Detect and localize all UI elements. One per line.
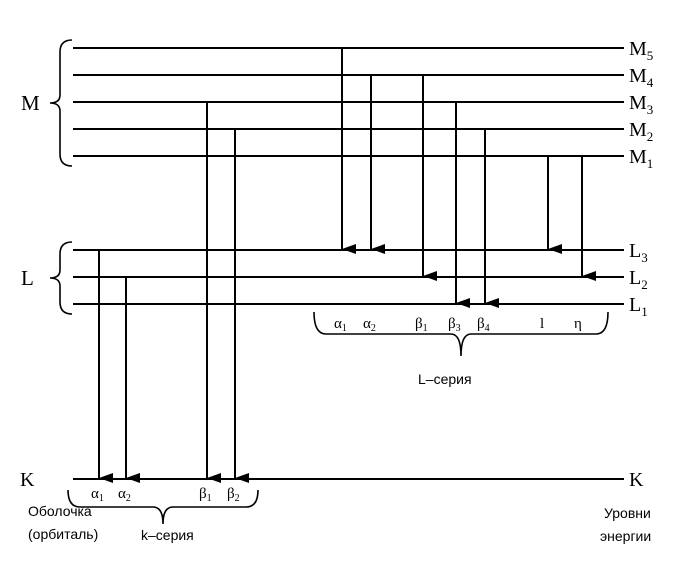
level-label-m2: M2 xyxy=(629,119,653,144)
transition-label-l-9: β4 xyxy=(477,316,490,334)
energy-caption-line1: Уровни xyxy=(604,505,651,521)
level-label-l3: L3 xyxy=(629,240,648,265)
transition-label-l-6: α2 xyxy=(363,316,376,334)
shell-caption-line1: Оболочка xyxy=(28,503,92,519)
transition-label-l-11: η xyxy=(574,316,582,332)
shell-label-m: M xyxy=(21,91,40,115)
transition-label-l-5: α1 xyxy=(334,316,347,334)
transition-label-k-1: α1 xyxy=(91,486,104,504)
level-label-m1: M1 xyxy=(629,146,653,171)
transition-label-l-10: l xyxy=(540,316,544,332)
transition-label-k-3: β1 xyxy=(199,486,212,504)
level-label-l2: L2 xyxy=(629,267,648,292)
k-series-label: k–серия xyxy=(141,527,194,543)
energy-caption-line2: энергии xyxy=(600,528,651,544)
l-series-label: L–серия xyxy=(418,371,472,387)
level-label-k: K xyxy=(629,469,644,491)
brace-l-series xyxy=(313,311,609,357)
k-left-label: K xyxy=(20,469,35,491)
shell-caption-line2: (орбиталь) xyxy=(28,526,98,542)
transition-label-k-2: α2 xyxy=(118,486,131,504)
brace-k-series xyxy=(67,489,259,525)
brace-l-shell xyxy=(49,241,73,315)
shell-label-l: L xyxy=(21,266,34,290)
level-label-l1: L1 xyxy=(629,294,648,319)
transition-label-l-7: β1 xyxy=(415,316,428,334)
transition-label-l-8: β3 xyxy=(448,316,461,334)
brace-m-shell xyxy=(49,39,73,167)
level-label-m3: M3 xyxy=(629,92,653,117)
transition-label-k-4: β2 xyxy=(227,486,240,504)
level-label-m5: M5 xyxy=(629,38,653,63)
level-label-m4: M4 xyxy=(629,65,654,90)
